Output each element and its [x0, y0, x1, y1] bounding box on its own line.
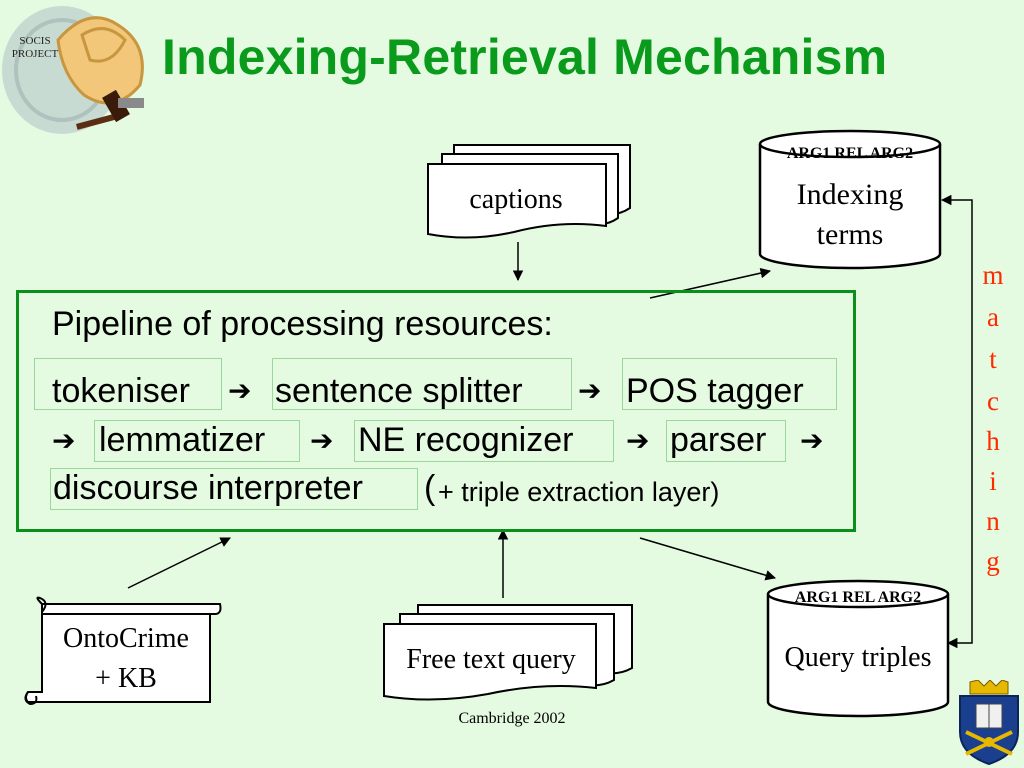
ontocrime-scroll: [24, 596, 222, 706]
pos-tagger-box: [622, 358, 837, 410]
arrow-right-icon: ➔: [52, 424, 76, 457]
indexing-db-label-1: Indexing: [796, 178, 904, 211]
matching-letter: h: [986, 426, 1000, 456]
indexing-terms-database: [758, 129, 942, 270]
indexing-db-header: ARG1 REL ARG2: [786, 145, 914, 162]
matching-letter: c: [987, 386, 999, 416]
arrow-right-icon: ➔: [626, 424, 650, 457]
tokeniser-label: tokeniser: [52, 372, 190, 410]
tokeniser-box: [34, 358, 222, 410]
ontocrime-label-1: OntoCrime: [63, 623, 189, 654]
query-db-header: ARG1 REL ARG2: [794, 589, 922, 606]
pipeline-to-index-arrow: [649, 267, 772, 299]
discourse-interpreter-label: discourse interpreter: [53, 469, 363, 507]
matching-letter: a: [987, 302, 999, 332]
pipeline-to-query-arrow: [639, 537, 777, 581]
free-text-document-stack: [383, 604, 633, 701]
socis-logo: [2, 6, 144, 134]
triple-extraction-note: + triple extraction layer): [438, 477, 720, 507]
arrow-right-icon: ➔: [800, 424, 824, 457]
indexing-db-label-2: terms: [816, 218, 884, 251]
captions-label: captions: [469, 184, 563, 215]
arrow-right-icon: ➔: [578, 374, 602, 407]
free-text-query-label: Free text query: [406, 644, 576, 675]
sentence-splitter-box: [272, 358, 572, 410]
ne-recognizer-box: [354, 420, 614, 462]
matching-letter: i: [989, 466, 997, 496]
sentence-splitter-label: sentence splitter: [275, 372, 523, 410]
lemmatizer-box: [94, 420, 300, 462]
matching-letter: n: [986, 506, 1000, 536]
pipeline-box: [16, 290, 856, 532]
pipeline-heading: Pipeline of processing resources:: [52, 305, 553, 343]
matching-letter: t: [989, 344, 997, 374]
query-triples-database: [766, 579, 950, 718]
captions-document-stack: [427, 144, 631, 239]
ne-recognizer-label: NE recognizer: [358, 421, 574, 459]
logo-text: SOCIS PROJECT: [11, 35, 59, 60]
parser-box: [666, 420, 786, 462]
university-crest-icon: [959, 680, 1019, 766]
matching-letter: m: [982, 260, 1004, 290]
parser-label: parser: [670, 421, 767, 459]
matching-letter: g: [986, 546, 1000, 576]
footer-text: Cambridge 2002: [458, 710, 566, 727]
matching-arrow: [940, 194, 973, 649]
kb-to-pipeline-arrow: [127, 537, 231, 589]
query-db-label: Query triples: [784, 642, 932, 673]
arrow-right-icon: ➔: [228, 374, 252, 407]
arrow-right-icon: ➔: [310, 424, 334, 457]
pos-tagger-label: POS tagger: [626, 372, 804, 410]
extra-open-paren: (: [424, 469, 436, 507]
slide-title: Indexing-Retrieval Mechanism: [162, 29, 888, 85]
ontocrime-label-2: + KB: [95, 663, 157, 694]
lemmatizer-label: lemmatizer: [99, 421, 266, 459]
discourse-interpreter-box: [50, 468, 418, 510]
